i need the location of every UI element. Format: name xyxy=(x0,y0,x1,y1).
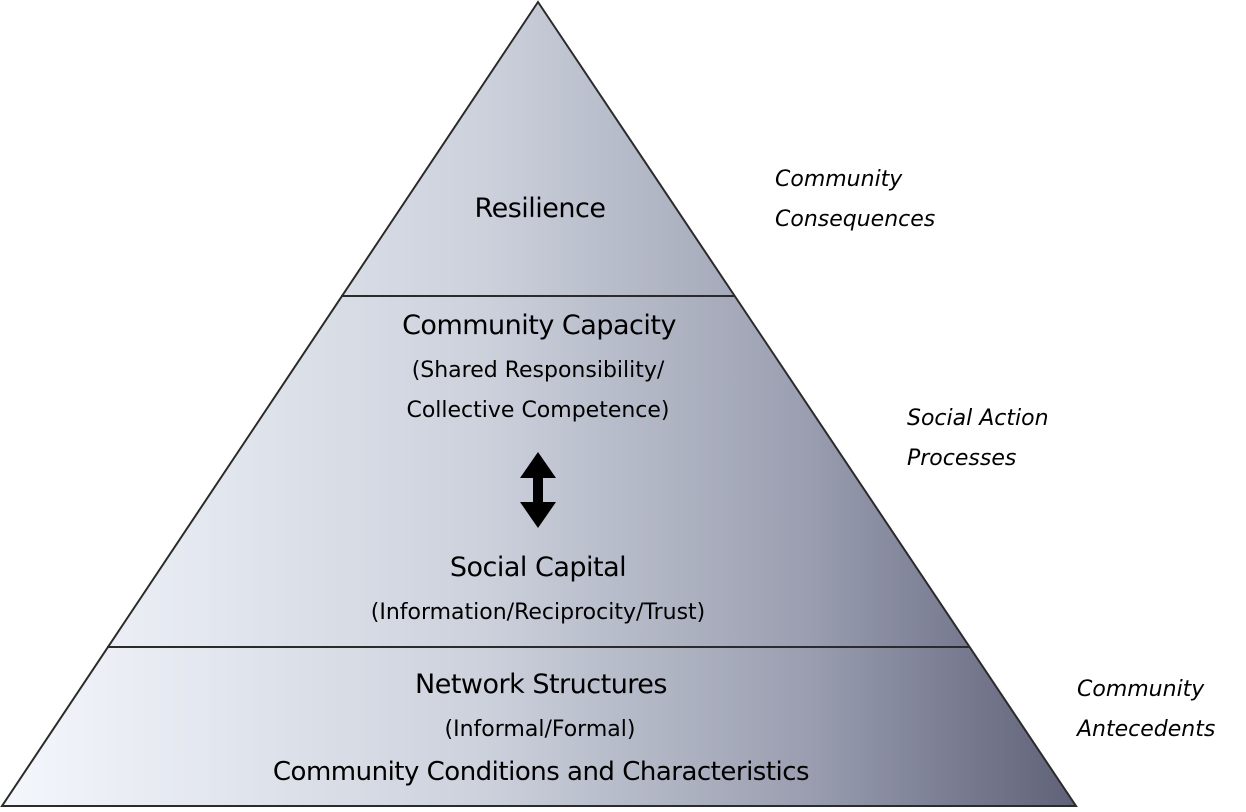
side-label-line: Antecedents xyxy=(1077,717,1216,742)
tier-community-capacity-title: Community Capacity xyxy=(402,310,676,341)
pyramid-body xyxy=(0,0,1078,807)
side-label-community-antecedents: Community Antecedents xyxy=(1077,670,1215,750)
tier-community-capacity-subtitle-line2: Collective Competence) xyxy=(406,398,670,423)
side-label-line: Community xyxy=(1077,677,1205,702)
side-label-community-consequences: Community Consequences xyxy=(775,160,935,240)
tier-network-structures-subtitle: (Informal/Formal) xyxy=(444,717,636,742)
side-label-line: Social Action xyxy=(907,406,1049,431)
tier-community-conditions-footer: Community Conditions and Characteristics xyxy=(272,757,810,787)
side-label-line: Community xyxy=(775,167,903,192)
tier-social-capital-title: Social Capital xyxy=(449,552,627,583)
tier-network-structures-title: Network Structures xyxy=(415,669,667,700)
tier-resilience-title: Resilience xyxy=(474,193,606,224)
tier-community-capacity-subtitle-line1: (Shared Responsibility/ xyxy=(411,358,665,383)
double-arrow-icon xyxy=(520,452,556,528)
side-label-line: Processes xyxy=(907,446,1017,471)
side-label-social-action-processes: Social Action Processes xyxy=(907,399,1049,479)
side-label-line: Consequences xyxy=(775,207,936,232)
tier-social-capital-subtitle: (Information/Reciprocity/Trust) xyxy=(370,600,706,625)
